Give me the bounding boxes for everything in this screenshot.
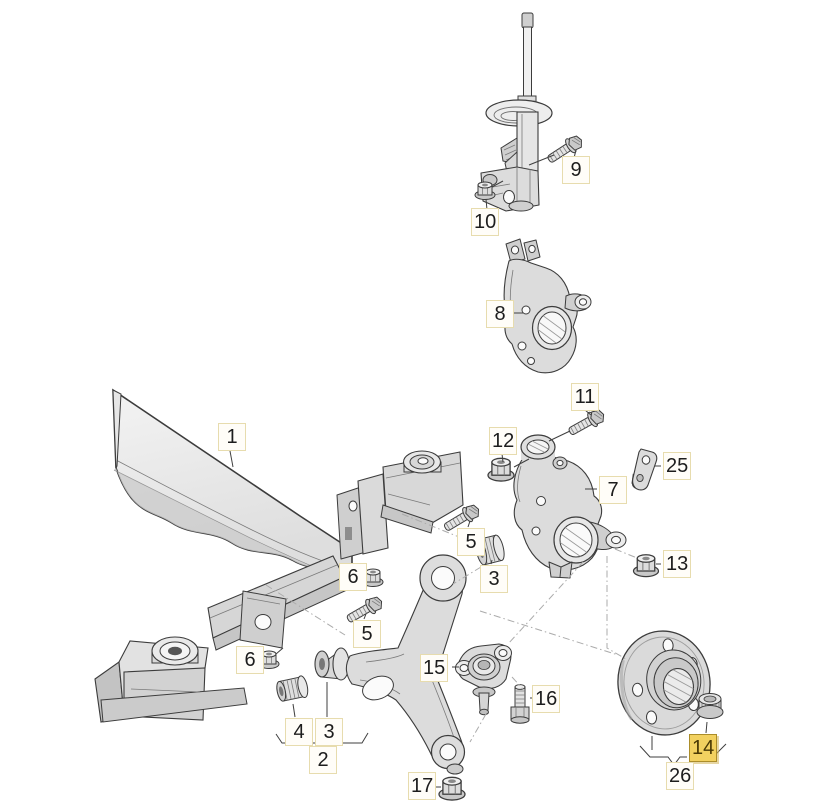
callout-leader-lines: [229, 149, 727, 788]
retainer-25: [631, 448, 658, 491]
callout-5-lower[interactable]: 5: [353, 620, 381, 648]
ball-joint-15: [455, 643, 512, 716]
subframe: [94, 388, 464, 723]
control-arm: [314, 554, 467, 775]
nut-12: [487, 457, 515, 482]
callout-16[interactable]: 16: [532, 685, 561, 713]
nut-17: [438, 776, 466, 801]
callout-3-upper[interactable]: 3: [480, 565, 508, 593]
steering-knuckle-7: [513, 434, 627, 579]
callout-3-lower[interactable]: 3: [315, 718, 343, 746]
callout-25[interactable]: 25: [663, 452, 692, 480]
wheel-hub: [617, 630, 711, 736]
callout-14-highlighted[interactable]: 14: [689, 734, 718, 762]
callout-8[interactable]: 8: [486, 300, 514, 328]
suspension-strut: [480, 12, 553, 212]
callout-6-upper[interactable]: 6: [339, 563, 367, 591]
callout-7[interactable]: 7: [599, 476, 627, 504]
bolt-16: [510, 684, 530, 724]
nut-10: [474, 181, 496, 200]
callout-10[interactable]: 10: [471, 208, 500, 236]
callout-26[interactable]: 26: [666, 762, 695, 790]
callout-11[interactable]: 11: [571, 383, 599, 411]
callout-6-lower[interactable]: 6: [236, 646, 264, 674]
callout-17[interactable]: 17: [408, 772, 437, 800]
callout-1[interactable]: 1: [218, 423, 246, 451]
steering-knuckle-8: [503, 238, 592, 374]
callout-12[interactable]: 12: [489, 427, 518, 455]
callout-9[interactable]: 9: [562, 156, 590, 184]
callout-13[interactable]: 13: [663, 550, 692, 578]
callout-4[interactable]: 4: [285, 718, 313, 746]
callout-2[interactable]: 2: [309, 746, 337, 774]
callout-15[interactable]: 15: [420, 654, 449, 682]
bushing-4: [276, 675, 309, 702]
callout-5-upper[interactable]: 5: [457, 528, 485, 556]
axle-nut-14: [696, 693, 724, 719]
nut-13: [632, 554, 660, 578]
